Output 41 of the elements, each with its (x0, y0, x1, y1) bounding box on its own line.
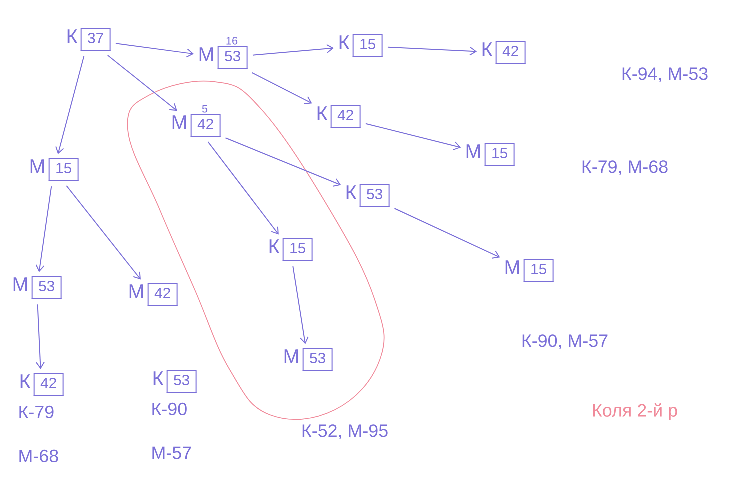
arrow (252, 44, 334, 56)
arrow (36, 186, 52, 272)
player-value-box: К 53 (154, 370, 198, 394)
score-note: К-52, М-95 (302, 424, 388, 440)
player-value-box: М 15 (466, 144, 516, 166)
score-note: М-57 (152, 446, 192, 460)
arrow (365, 123, 462, 150)
player-value-box: М 42 (130, 284, 178, 306)
arrow (66, 185, 141, 280)
score-note: М-68 (20, 450, 58, 463)
arrow (208, 142, 279, 235)
player-value-box: К 42 (318, 106, 362, 128)
score-note: К-90, М-57 (522, 334, 608, 350)
score-note: Коля 2-й р (593, 403, 678, 420)
player-value-box: М 15 (30, 158, 80, 182)
small-number: 5 (202, 105, 208, 113)
score-note: К-79, М-68 (582, 160, 668, 176)
small-number: 16 (226, 37, 238, 45)
player-value-box: К 53 (346, 184, 390, 208)
score-note: К-79 (20, 406, 54, 419)
player-value-box: К 42 (20, 374, 64, 396)
player-value-box: К 15 (270, 238, 314, 262)
arrow (225, 138, 342, 187)
arrow (394, 208, 500, 259)
player-value-box: М 42 (172, 114, 222, 138)
arrow (115, 43, 194, 58)
player-value-box: М 53 (200, 46, 248, 70)
arrow (56, 56, 85, 154)
player-value-box: М 53 (284, 348, 334, 372)
score-note: К-90 (152, 402, 187, 416)
arrow (107, 55, 178, 112)
player-value-box: К 37 (68, 28, 112, 52)
arrow (36, 304, 45, 370)
player-value-box: М 15 (506, 260, 554, 282)
arrow (388, 46, 478, 56)
arrow (252, 72, 312, 104)
player-value-box: К 42 (482, 42, 526, 64)
player-value-box: К 15 (340, 34, 384, 58)
player-value-box: М 53 (14, 276, 62, 300)
score-note: К-94, М-53 (622, 68, 708, 82)
arrow (292, 266, 309, 344)
